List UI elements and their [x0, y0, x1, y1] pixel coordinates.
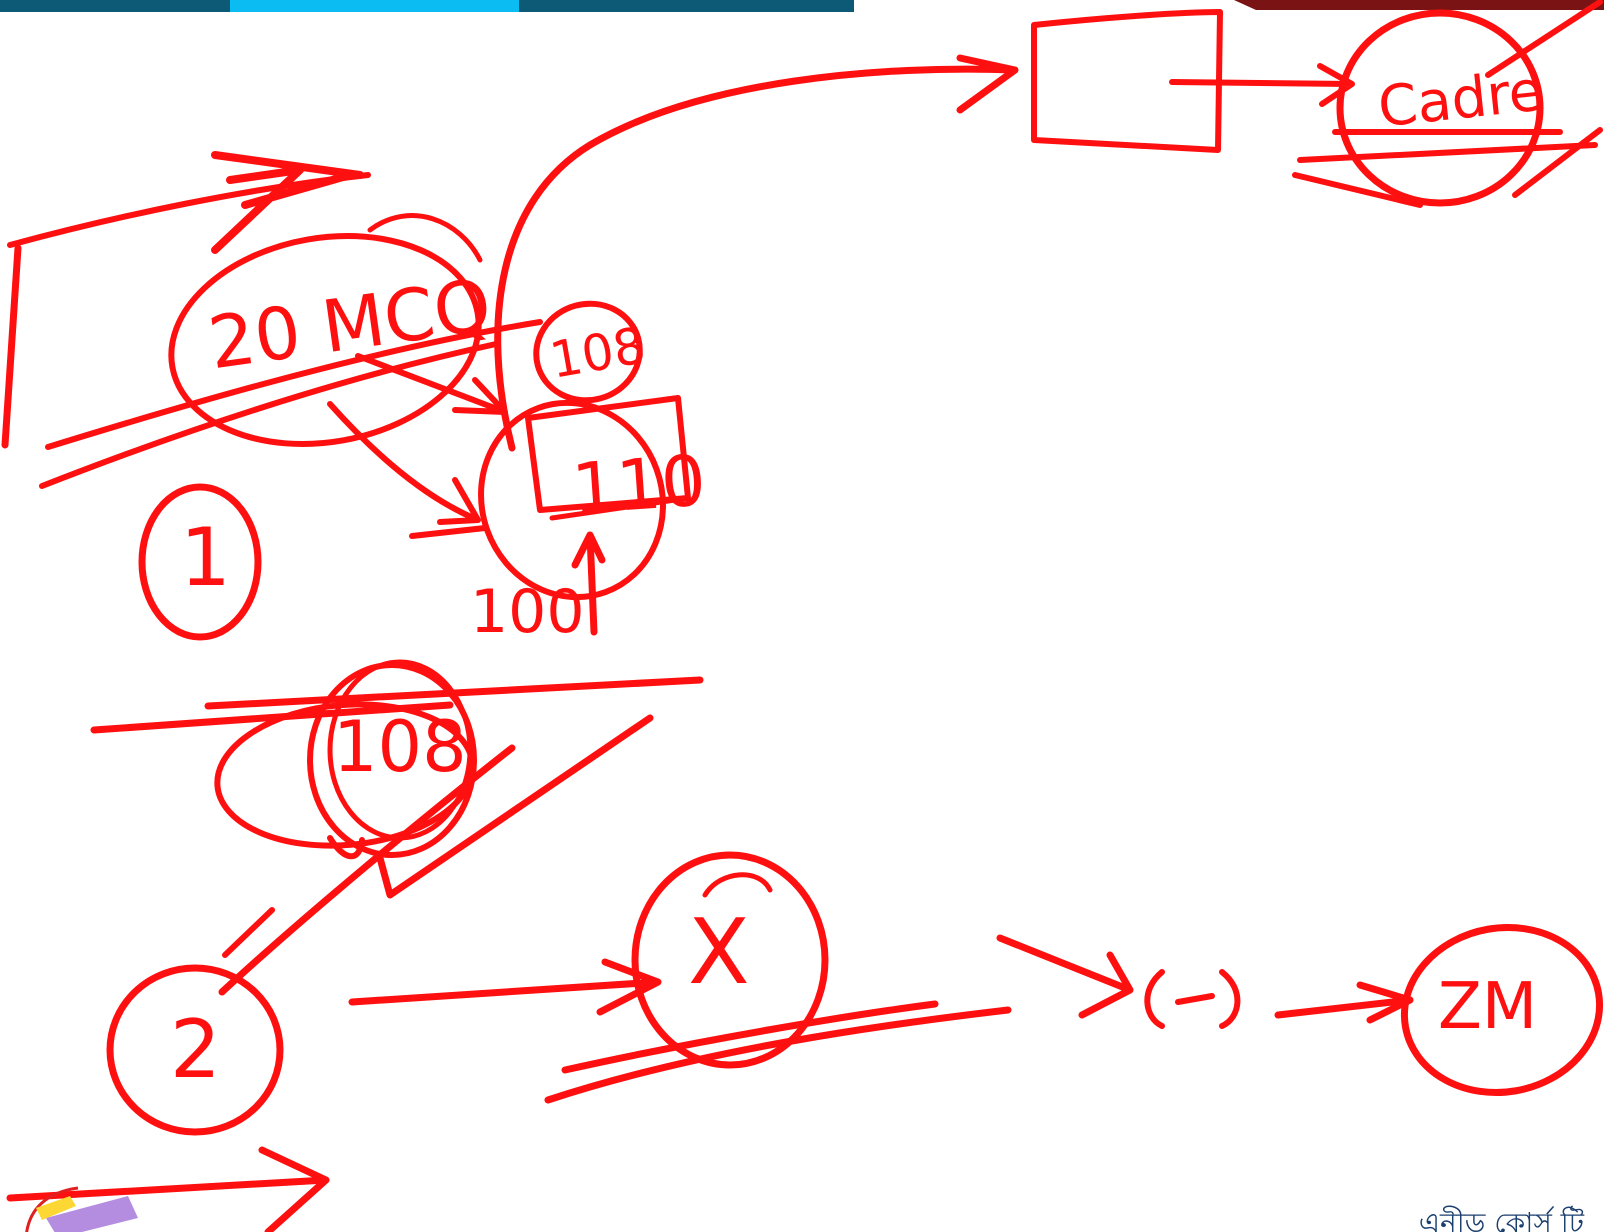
minus-sign	[1175, 993, 1215, 1005]
circle-cadre	[1336, 9, 1544, 207]
circle-x-loop	[702, 872, 773, 898]
circle-108-top	[533, 300, 643, 404]
mcq-strike-2	[39, 341, 499, 489]
diagonal-to-2	[218, 744, 516, 996]
header-bar-maroon	[1234, 0, 1604, 10]
x-strike-1	[561, 1000, 939, 1074]
mcq-strike-1	[45, 319, 543, 450]
label-zm: ZM	[1438, 970, 1538, 1044]
cadre-strike-2	[1292, 172, 1423, 208]
left-vertical-stroke	[1, 244, 22, 449]
circle-110	[478, 399, 666, 601]
diagonal-cross-2	[222, 835, 365, 958]
mcq-circle-loop	[367, 213, 483, 263]
arrow-box-to-cadre	[1169, 63, 1355, 107]
circle-minus-right	[1219, 969, 1241, 1029]
cadre-strike-1	[1297, 142, 1598, 163]
header-bar-middle	[230, 0, 519, 12]
box-110-underline	[549, 497, 678, 521]
arrow-100-up	[571, 531, 606, 636]
circle-x	[631, 851, 829, 1069]
label-100: 100	[470, 577, 585, 647]
footer-partial-text: এনীড কোর্স টি	[1418, 1206, 1584, 1232]
cadre-cross-1	[1485, 0, 1603, 78]
x-strike-2	[544, 1006, 1012, 1104]
label-2: 2	[170, 1003, 221, 1096]
label-108-mid: 108	[333, 706, 467, 788]
label-108-top: 108	[545, 316, 650, 390]
curve-to-box	[494, 54, 1019, 452]
arrow-2-to-x	[348, 958, 662, 1016]
header-bar-right	[519, 0, 854, 12]
circle-minus-left	[1144, 969, 1165, 1029]
box-110	[525, 395, 691, 513]
top-left-arrowhead-scribble	[211, 151, 364, 254]
header-bar-left	[0, 0, 230, 12]
label-x: X	[688, 900, 750, 1005]
arrow-to-minus	[996, 934, 1134, 1019]
cadre-cross-2	[1512, 127, 1603, 198]
circle-2	[106, 964, 284, 1136]
arrow-to-zm	[1274, 981, 1414, 1024]
bottom-left-arrow	[6, 1146, 330, 1232]
mcq-circle	[168, 233, 482, 447]
circle-zm	[1400, 923, 1604, 1097]
circle-1	[138, 483, 262, 641]
arrow-into-110	[409, 525, 488, 539]
top-box	[1031, 9, 1223, 153]
mcq-arrow-down	[327, 401, 481, 525]
tick-mark	[376, 714, 654, 899]
label-cadre: Cadre	[1375, 58, 1547, 141]
label-1: 1	[180, 511, 231, 604]
badge-logo	[25, 1186, 138, 1232]
label-110: 110	[569, 439, 709, 531]
